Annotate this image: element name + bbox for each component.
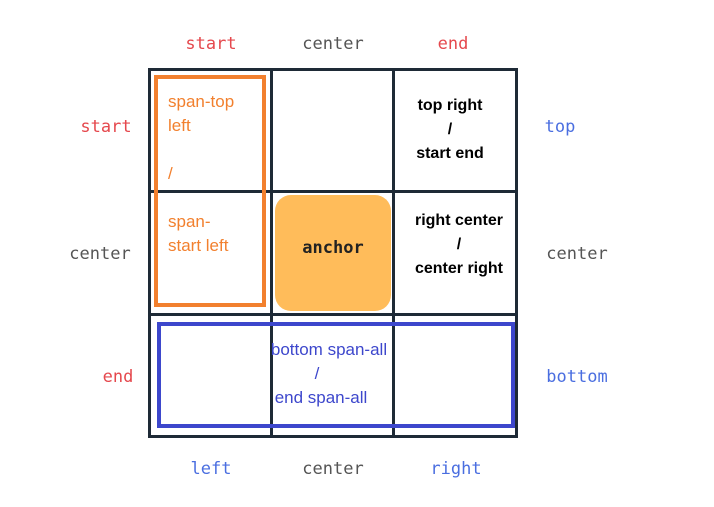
orange-line3: / — [168, 164, 173, 183]
grid-line-horizontal — [148, 313, 518, 316]
col-label-bottom-right: right — [430, 459, 482, 479]
anchor-label: anchor — [302, 238, 364, 258]
col-label-top-start: start — [185, 34, 237, 54]
cell-right-center-line1: right center — [414, 212, 503, 229]
orange-span-area — [154, 75, 266, 307]
orange-line5: start left — [168, 236, 229, 255]
row-label-left-start: start — [80, 117, 132, 137]
grid-line-vertical — [515, 68, 518, 438]
col-label-bottom-left: left — [190, 459, 232, 479]
orange-line4: span- — [168, 212, 211, 231]
cell-right-center-line2: / — [456, 236, 462, 253]
grid-line-vertical — [270, 68, 273, 438]
orange-line1: span-top — [168, 92, 235, 111]
blue-line2: / — [314, 364, 320, 383]
blue-line1: bottom span-all — [270, 340, 388, 359]
blue-span-area — [157, 322, 515, 428]
col-label-top-center: center — [302, 34, 364, 54]
row-label-left-end: end — [102, 367, 134, 387]
grid-line-vertical — [392, 68, 395, 438]
cell-right-center: right center / center right — [402, 209, 516, 281]
cell-top-right-line1: top right — [417, 97, 483, 114]
row-label-right-top: top — [544, 117, 576, 137]
grid-line-horizontal — [148, 68, 518, 71]
blue-line3: end span-all — [274, 388, 368, 407]
row-label-right-center: center — [546, 244, 608, 264]
orange-line2: left — [168, 116, 191, 135]
grid-line-vertical — [148, 68, 151, 438]
row-label-right-bottom: bottom — [546, 367, 608, 387]
cell-right-center-line3: center right — [414, 260, 503, 277]
cell-top-right-line2: / — [447, 121, 453, 138]
col-label-top-end: end — [437, 34, 469, 54]
cell-top-right: top right / start end — [396, 94, 504, 166]
col-label-bottom-center: center — [302, 459, 364, 479]
anchor-box — [275, 195, 391, 311]
grid-line-horizontal — [148, 435, 518, 438]
cell-top-right-line3: start end — [416, 145, 484, 162]
grid-line-horizontal — [148, 190, 518, 193]
row-label-left-center: center — [69, 244, 131, 264]
